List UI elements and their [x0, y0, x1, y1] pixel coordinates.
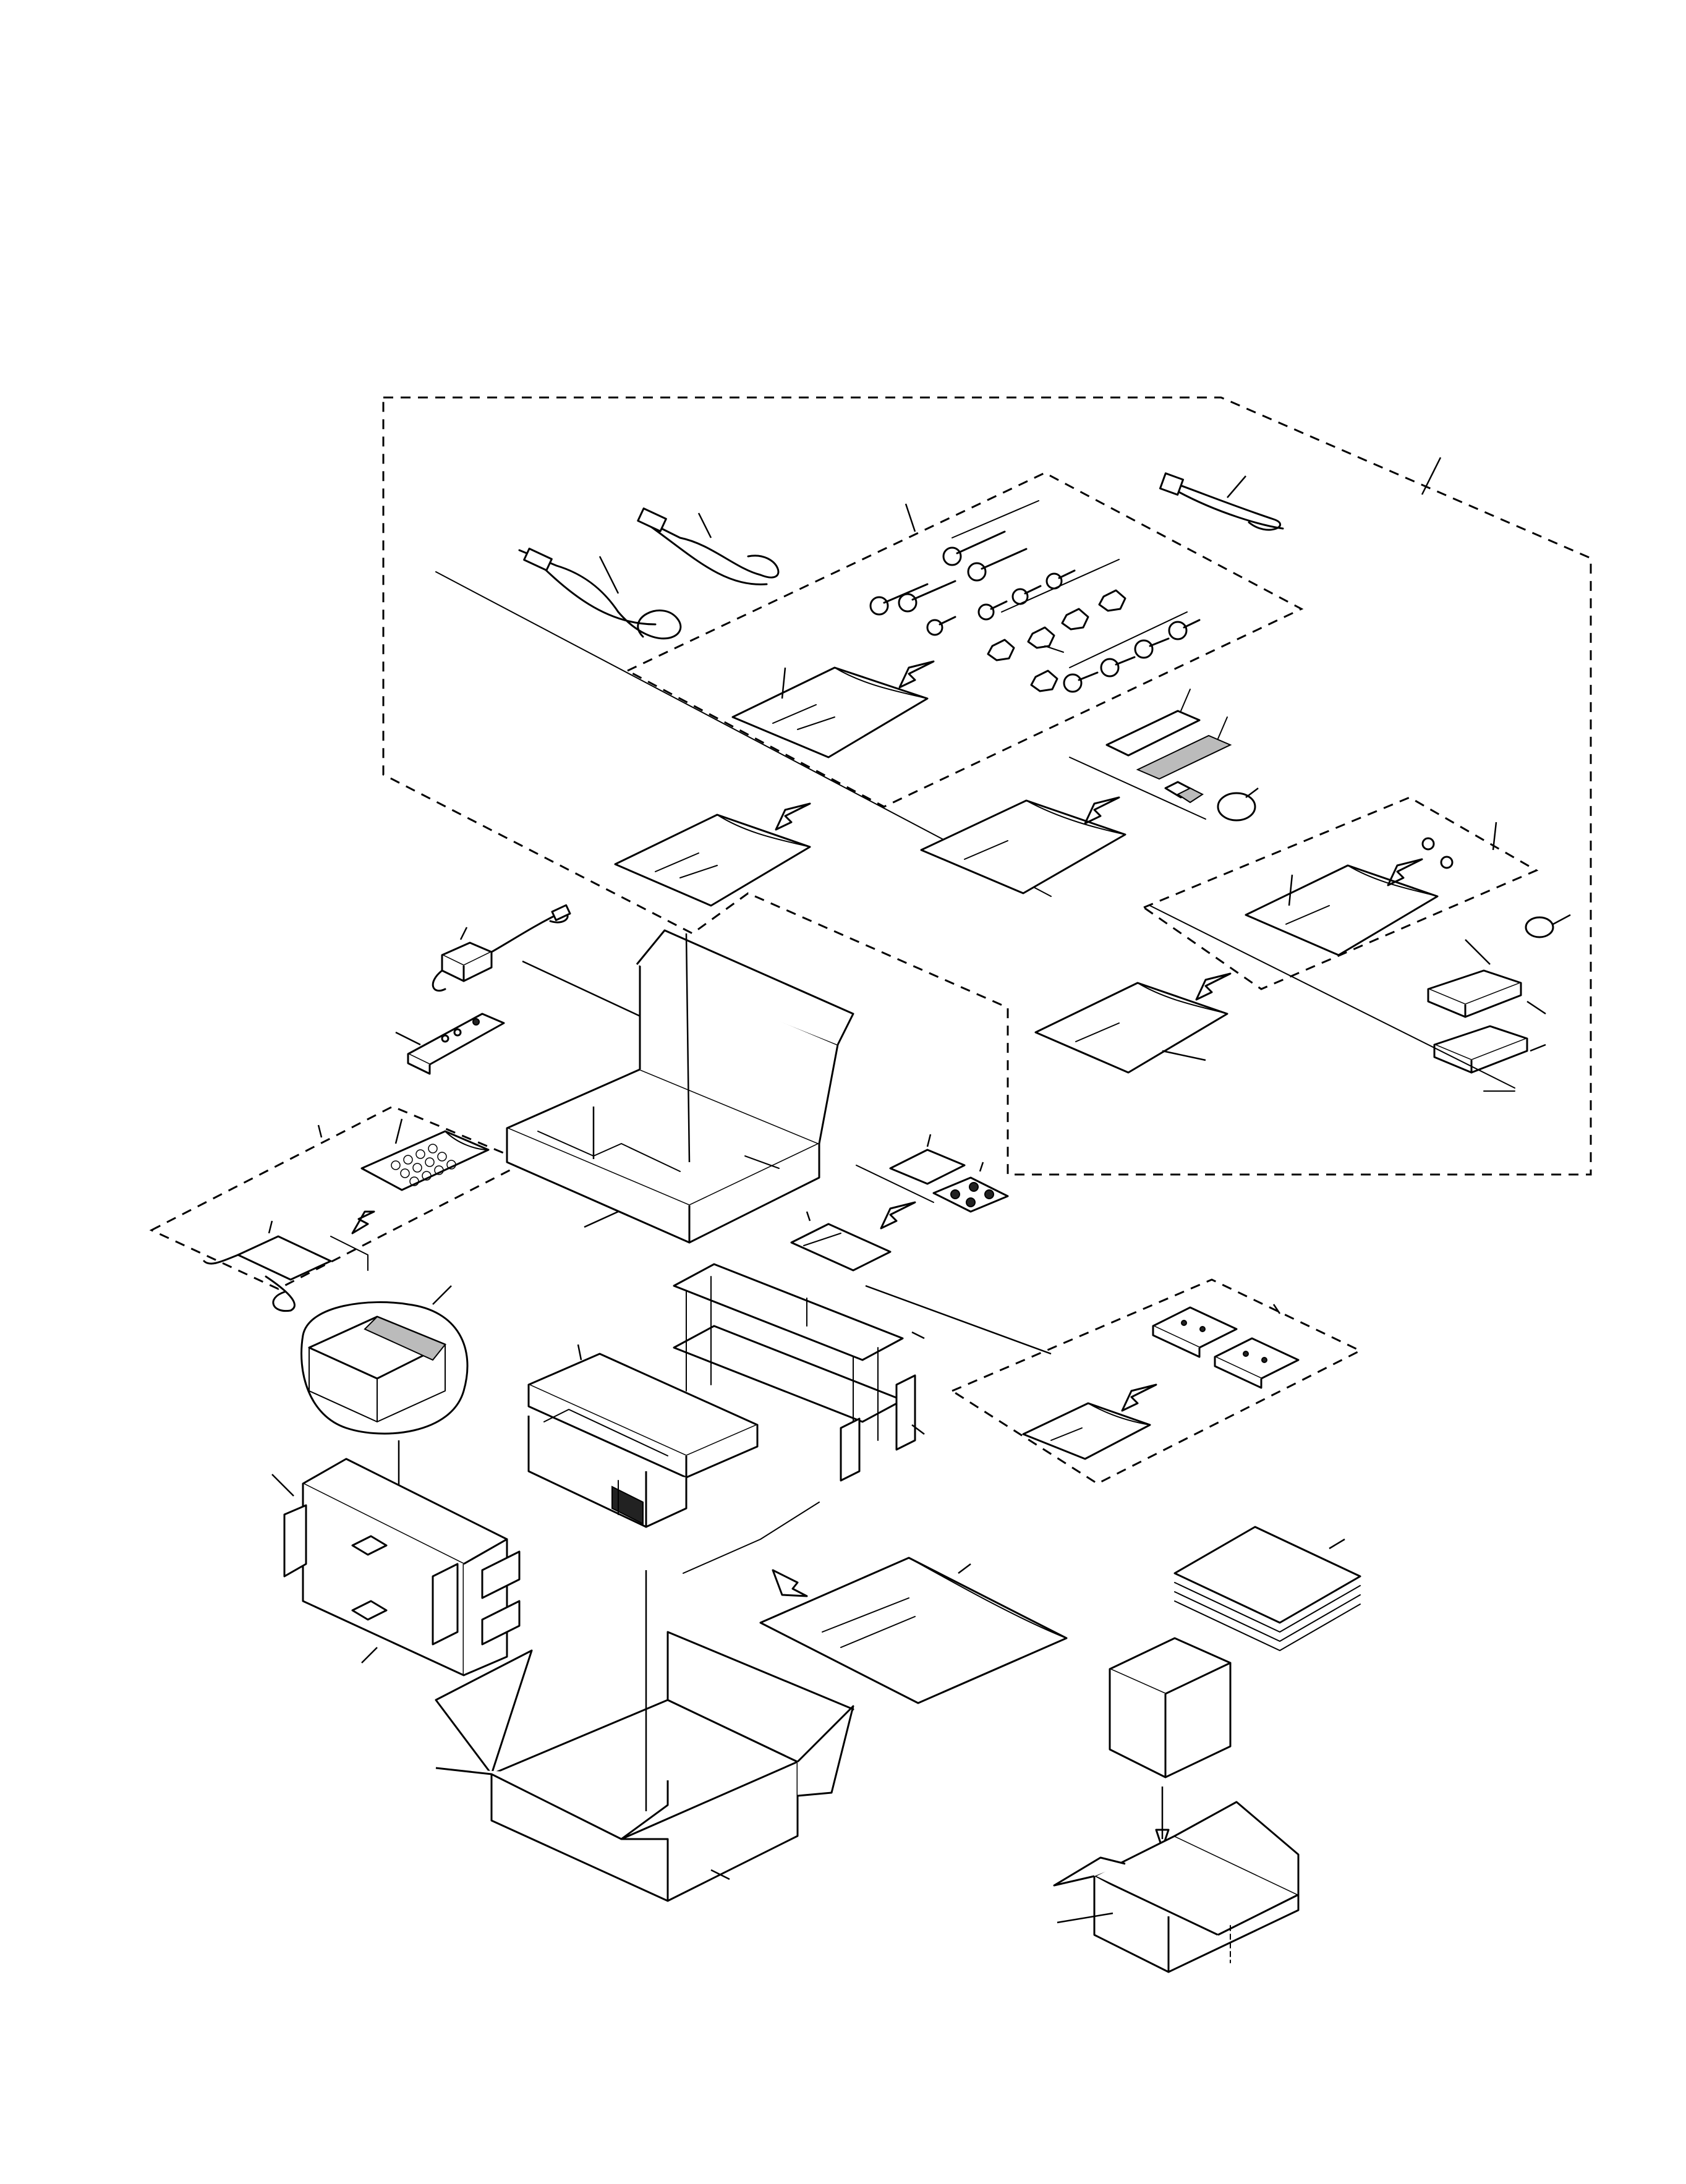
trim-plate-icon: [1427, 939, 1546, 1092]
clip-icon: [1164, 781, 1204, 804]
polybag-icon: [731, 660, 935, 758]
rubber-feet-icon: [932, 1162, 1009, 1213]
coin-battery-icon: [1217, 788, 1259, 822]
polybag-icon: [1245, 822, 1497, 956]
screw-kit-boundary: [625, 472, 1304, 808]
outer-polybag-icon: [683, 1502, 1068, 1704]
antenna-cable-icon: [1159, 457, 1442, 531]
velcro-strips-icon: [1069, 689, 1232, 820]
pad-bag-icon: [790, 1201, 916, 1272]
cardboard-frame-icon: [673, 1263, 1052, 1482]
head-unit-icon: [527, 1344, 759, 1528]
remote-in-bag-icon: [317, 1118, 490, 1234]
screw-set: [869, 500, 1201, 693]
polybag-icon: [920, 796, 1126, 894]
remote-control-icon: [395, 1013, 505, 1075]
polybag-icon: [1022, 1383, 1157, 1460]
product-carton-icon: [506, 929, 854, 1244]
polybag-icon: [614, 802, 811, 907]
kit-guide-line: [1149, 905, 1515, 1089]
mounting-bracket-icon: [1152, 1304, 1300, 1389]
audio-cable-icon: [637, 507, 780, 585]
accessory-kit-boundary: [382, 396, 1592, 1176]
rca-cable-icon: [518, 547, 682, 640]
cardboard-insert-icon: [271, 1458, 521, 1676]
remote-kit-boundary: [149, 1105, 528, 1290]
mount-kit-boundary: [1141, 796, 1539, 990]
cable-remote-icon: [203, 1220, 368, 1312]
manuals-icon: [1173, 1526, 1361, 1651]
outer-carton-icon: [435, 1570, 854, 1902]
ring-icon: [1525, 914, 1571, 938]
faceplate-case-icon: [300, 1285, 469, 1515]
pad-icon: [856, 1134, 966, 1203]
bracket-kit-boundary: [950, 1278, 1363, 1485]
power-adapter-icon: [432, 904, 662, 1027]
polybag-icon: [1034, 972, 1232, 1074]
small-carton-icon: [1053, 1637, 1300, 1973]
